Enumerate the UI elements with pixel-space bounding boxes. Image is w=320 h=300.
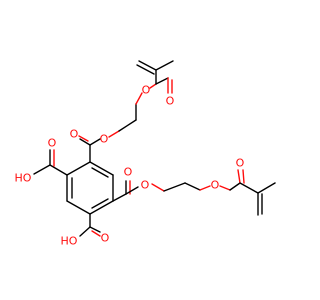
- bond-o-carbonyl-meth-top: [149, 83, 157, 89]
- bond-meth-right-carbonyl: [229, 182, 241, 191]
- bond-ring-4: [66, 200, 91, 215]
- bond-ester-top-c: [89, 138, 101, 146]
- bond-ester-right-c: [125, 186, 139, 195]
- bond-ring-double-1: [91, 167, 109, 178]
- molecule-diagram: O O O O O O O O O HO O HO: [14, 60, 276, 248]
- label-o-acid-top-hydroxyl: HO: [15, 172, 32, 185]
- bond-acid-top-oh: [33, 164, 51, 175]
- label-o-methacrylate-top-carbonyl: O: [166, 95, 175, 108]
- bond-ch2-o-top: [135, 92, 143, 105]
- bond-ring-to-carbonyl-right: [112, 193, 127, 202]
- bond-ring-6: [66, 161, 91, 176]
- bond-meth-right-co-2: [242, 169, 245, 184]
- label-o-acid-bottom-hydroxyl: HO: [61, 235, 78, 248]
- bond-meth-right-methyl: [257, 182, 276, 194]
- bond-ethylene-right-1: [163, 182, 186, 192]
- acid-bottom-left: [79, 213, 101, 237]
- bond-ch2-o-right: [199, 185, 211, 191]
- bond-ring-3: [89, 200, 114, 215]
- label-o-ester-top: O: [100, 133, 109, 146]
- bond-meth-top-vinyl-1: [138, 60, 157, 71]
- bond-ring-double-2: [91, 198, 109, 209]
- bond-meth-top-vinyl-2: [136, 64, 155, 75]
- label-o-ester-right-carbonyl: O: [124, 166, 133, 179]
- label-o-methacrylate-right-carbonyl: O: [236, 157, 245, 170]
- bond-ring-1: [89, 161, 114, 176]
- label-o-top-carbonyl: O: [70, 128, 79, 141]
- bond-ethylene-top-1: [118, 119, 137, 132]
- bond-ring-to-acid-top: [49, 164, 68, 176]
- label-o-methacrylate-top: O: [142, 84, 151, 97]
- bond-acid-bottom-co: [89, 226, 101, 233]
- bond-carbonyl-top-c: [79, 138, 91, 146]
- bond-meth-top-carbonyl: [155, 77, 169, 85]
- label-o-acid-bottom-carbonyl: O: [101, 232, 110, 245]
- label-o-ester-right: O: [141, 179, 150, 192]
- bond-meth-top-methyl: [155, 60, 174, 71]
- right-ester-arm: [112, 169, 276, 216]
- bond-carbonyl-top-o: [78, 135, 89, 142]
- top-ester-arm: [78, 60, 174, 163]
- bond-acid-bottom-oh: [79, 226, 91, 237]
- label-o-acid-top-carbonyl: O: [48, 137, 57, 150]
- acid-top-left: [33, 149, 68, 176]
- benzene-ring: [66, 161, 114, 215]
- bond-ester-top-o-ch2: [108, 130, 120, 138]
- label-o-methacrylate-right: O: [211, 179, 220, 192]
- atom-labels: O O O O O O O O O HO O HO: [15, 84, 245, 248]
- bond-meth-right-co-1: [237, 169, 241, 184]
- bond-ethylene-right-2: [184, 182, 201, 191]
- bond-ester-right-o-ch2: [151, 183, 165, 192]
- bond-acid-bottom-co-double: [91, 230, 101, 237]
- bond-meth-right-alpha: [239, 182, 259, 194]
- bond-o-carbonyl-meth-right: [219, 185, 231, 191]
- structure-svg: O O O O O O O O O HO O HO: [15, 60, 276, 248]
